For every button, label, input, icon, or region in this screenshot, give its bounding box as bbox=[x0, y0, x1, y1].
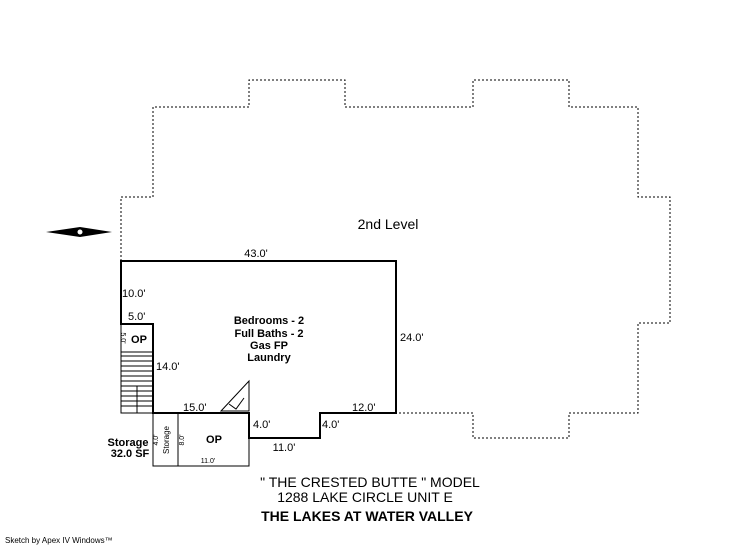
feature-baths: Full Baths - 2 bbox=[234, 328, 303, 340]
dim-porch-width: 11.0' bbox=[201, 458, 215, 465]
second-level-outline bbox=[120, 79, 671, 439]
dim-storage-width: 4.0' bbox=[153, 434, 160, 445]
dim-right: 24.0' bbox=[400, 332, 424, 344]
dim-left-upper: 10.0' bbox=[122, 288, 146, 300]
north-arrow-icon bbox=[46, 227, 112, 237]
level-label: 2nd Level bbox=[358, 216, 419, 232]
stairs bbox=[121, 355, 153, 413]
dim-bottom-right: 12.0' bbox=[352, 402, 376, 414]
dim-porch-depth: 8.0' bbox=[179, 434, 186, 445]
feature-laundry: Laundry bbox=[247, 352, 291, 364]
fireplace-icon bbox=[219, 379, 250, 412]
dim-notch-right: 4.0' bbox=[322, 419, 339, 431]
feature-fireplace: Gas FP bbox=[250, 340, 288, 352]
footer-credit: Sketch by Apex IV Windows™ bbox=[5, 536, 113, 545]
dim-top: 43.0' bbox=[244, 248, 268, 260]
address-line: 1288 LAKE CIRCLE UNIT E bbox=[277, 489, 453, 505]
feature-bedrooms: Bedrooms - 2 bbox=[234, 315, 304, 327]
dim-op-small-side: 5.0' bbox=[119, 332, 126, 343]
open-porch-bottom bbox=[177, 412, 250, 467]
dim-notch-left: 4.0' bbox=[253, 419, 270, 431]
dim-notch-bottom: 11.0' bbox=[273, 442, 296, 454]
community-line: THE LAKES AT WATER VALLEY bbox=[261, 508, 473, 524]
dim-bottom-left: 15.0' bbox=[183, 402, 207, 414]
dim-left-step: 5.0' bbox=[128, 311, 145, 323]
storage-outer-label: Storage bbox=[108, 437, 149, 449]
dim-left-lower: 14.0' bbox=[156, 361, 180, 373]
op-bottom-label: OP bbox=[206, 434, 222, 446]
storage-area: 32.0 SF bbox=[111, 448, 150, 460]
model-line: " THE CRESTED BUTTE " MODEL bbox=[260, 474, 480, 490]
op-left-label: OP bbox=[131, 334, 147, 346]
storage-inner-label: Storage bbox=[162, 425, 171, 454]
